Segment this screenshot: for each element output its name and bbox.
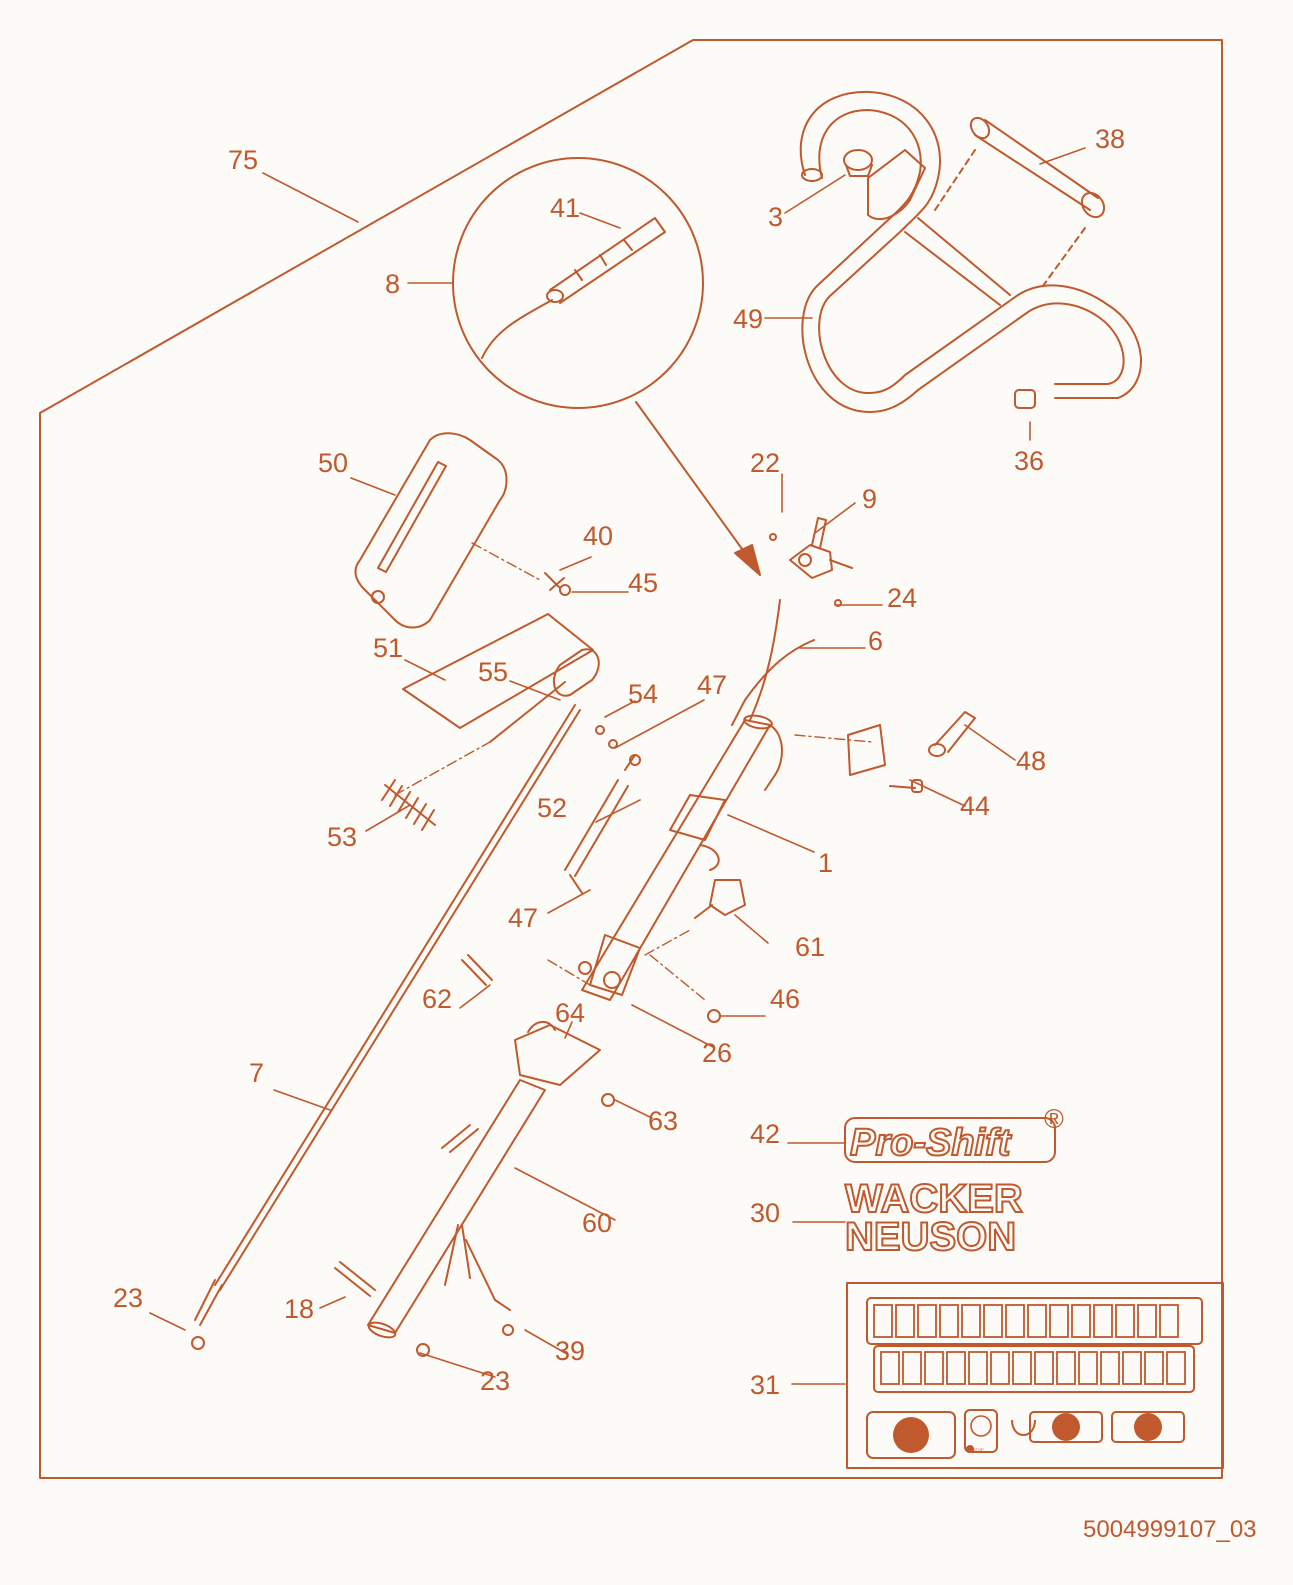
wacker-logo-text: WACKER [845, 1177, 1023, 1221]
callout-42: 42 [750, 1119, 780, 1149]
callout-64: 64 [555, 998, 585, 1028]
callout-45: 45 [628, 568, 658, 598]
callout-41: 41 [550, 193, 580, 223]
part-38-grip [934, 116, 1106, 291]
small-fasteners [191, 533, 923, 1357]
decal-pictograms [873, 1304, 1186, 1385]
throttle-fast-icon [1134, 1413, 1162, 1441]
callout-36: 36 [1014, 446, 1044, 476]
callout-24: 24 [887, 583, 917, 613]
part-6-cable [731, 639, 815, 726]
callout-44: 44 [960, 791, 990, 821]
part-36-end-cap [1014, 389, 1036, 409]
callout-1: 1 [818, 848, 833, 878]
part-7-rod [194, 704, 581, 1326]
part-1-upper-tube [578, 714, 783, 1001]
part-39-wiring-harness [444, 1224, 511, 1311]
neuson-logo-text: NEUSON [845, 1215, 1016, 1259]
part-48-latch [847, 711, 976, 776]
callout-31: 31 [750, 1370, 780, 1400]
callout-47a: 47 [697, 670, 727, 700]
decal-stop-label: STOP [973, 1447, 984, 1452]
leader-lines [149, 147, 1086, 1385]
callout-51: 51 [373, 633, 403, 663]
callout-40: 40 [583, 521, 613, 551]
part-60-lower-tube [367, 1021, 601, 1339]
callout-3: 3 [768, 202, 783, 232]
part-49-handle-bar [799, 90, 1142, 413]
callout-52: 52 [537, 793, 567, 823]
document-number: 5004999107_03 [1083, 1516, 1257, 1543]
callout-23a: 23 [113, 1283, 143, 1313]
callout-63: 63 [648, 1106, 678, 1136]
callout-62: 62 [422, 984, 452, 1014]
part-50-cover [354, 432, 508, 629]
callout-46: 46 [770, 984, 800, 1014]
callout-7: 7 [249, 1058, 264, 1088]
choke-dial-icon [893, 1417, 929, 1453]
part-31-decal-panel [846, 1282, 1224, 1469]
decal-round-symbols [893, 1413, 1162, 1453]
callout-54: 54 [628, 679, 658, 709]
callout-30: 30 [750, 1198, 780, 1228]
part-52-gas-spring [564, 754, 636, 894]
part-3-knob [843, 149, 873, 177]
part-62-pin [461, 954, 493, 986]
callout-9: 9 [862, 484, 877, 514]
callout-55: 55 [478, 657, 508, 687]
callout-numbers: 75 41 8 3 38 49 36 50 22 9 40 45 24 6 51… [113, 124, 1125, 1400]
callout-60: 60 [582, 1208, 612, 1238]
part-18-bolt [334, 1261, 376, 1297]
callout-22: 22 [750, 448, 780, 478]
part-61-knob [694, 879, 746, 919]
part-55-lever [489, 648, 600, 743]
detail-arrow-line [635, 401, 751, 561]
callout-18: 18 [284, 1294, 314, 1324]
part-41-cable-end [481, 217, 666, 359]
callout-61: 61 [795, 932, 825, 962]
callout-48: 48 [1016, 746, 1046, 776]
callout-49: 49 [733, 304, 763, 334]
callout-23b: 23 [480, 1366, 510, 1396]
callout-75: 75 [228, 145, 258, 175]
callout-53: 53 [327, 822, 357, 852]
part-53-spring [381, 779, 436, 831]
proshift-registered-mark: ® [1044, 1104, 1064, 1134]
callout-8: 8 [385, 269, 400, 299]
callout-38: 38 [1095, 124, 1125, 154]
proshift-logo-text: Pro-Shift [850, 1122, 1012, 1164]
part-42-logo-frame [844, 1117, 1056, 1163]
kit-75-border [39, 39, 1223, 1479]
callout-26: 26 [702, 1038, 732, 1068]
part-9-throttle-lever [789, 517, 853, 579]
callout-47b: 47 [508, 903, 538, 933]
callout-50: 50 [318, 448, 348, 478]
callout-6: 6 [868, 626, 883, 656]
callout-39: 39 [555, 1336, 585, 1366]
alignment-lines [394, 542, 873, 1001]
detail-arrow-head [734, 544, 761, 576]
part-6-cable-b [749, 599, 781, 721]
throttle-slow-icon [1052, 1413, 1080, 1441]
